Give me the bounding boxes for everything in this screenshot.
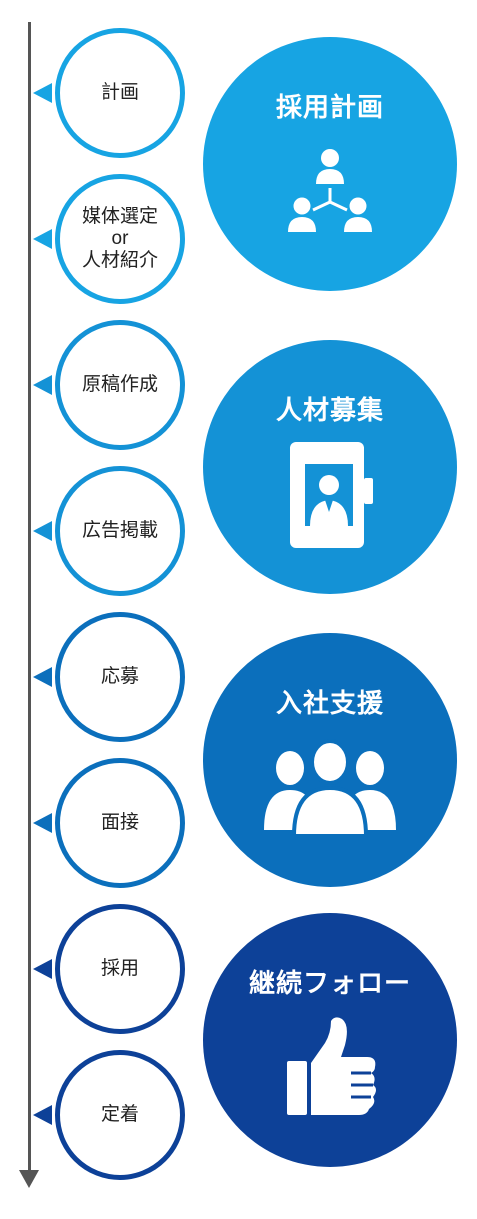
step-pointer (33, 959, 52, 979)
step-circle-keikaku: 計画 (55, 28, 185, 158)
step-circle-oubo: 応募 (55, 612, 185, 742)
step-circle-baitai-sentei: 媒体選定 or 人材紹介 (55, 174, 185, 304)
step-pointer (33, 229, 52, 249)
step-label: 応募 (100, 666, 139, 688)
thumbs-up-icon (203, 1013, 457, 1123)
step-circle-mensetsu: 面接 (55, 758, 185, 888)
step-circle-koukoku-keisai: 広告掲載 (55, 466, 185, 596)
step-label: 定着 (100, 1104, 139, 1126)
step-circle-saiyou: 採用 (55, 904, 185, 1034)
step-pointer (33, 1105, 52, 1125)
step-pointer (33, 83, 52, 103)
step-pointer (33, 521, 52, 541)
phase-title: 入社支援 (275, 688, 384, 718)
phase-title: 継続フォロー (248, 968, 411, 998)
timeline-arrowhead (19, 1170, 39, 1188)
step-pointer (33, 375, 52, 395)
step-circle-genkou-sakusei: 原稿作成 (55, 320, 185, 450)
phase-title: 採用計画 (275, 92, 384, 122)
step-label: 広告掲載 (81, 520, 158, 542)
step-label: 媒体選定 or 人材紹介 (81, 206, 158, 271)
phase-circle-saiyou-keikaku: 採用計画 (203, 37, 457, 291)
phase-title: 人材募集 (275, 395, 384, 425)
step-circle-teichaku: 定着 (55, 1050, 185, 1180)
team-structure-icon (203, 137, 457, 247)
profile-binder-icon (203, 440, 457, 550)
group-people-icon (203, 733, 457, 843)
step-pointer (33, 667, 52, 687)
step-label: 採用 (100, 958, 139, 980)
step-pointer (33, 813, 52, 833)
phase-circle-jinzai-boshu: 人材募集 (203, 340, 457, 594)
timeline-line (28, 22, 31, 1172)
step-label: 原稿作成 (81, 374, 158, 396)
phase-circle-nyusha-shien: 入社支援 (203, 633, 457, 887)
phase-circle-keizoku-follow: 継続フォロー (203, 913, 457, 1167)
step-label: 面接 (100, 812, 139, 834)
step-label: 計画 (100, 82, 139, 104)
